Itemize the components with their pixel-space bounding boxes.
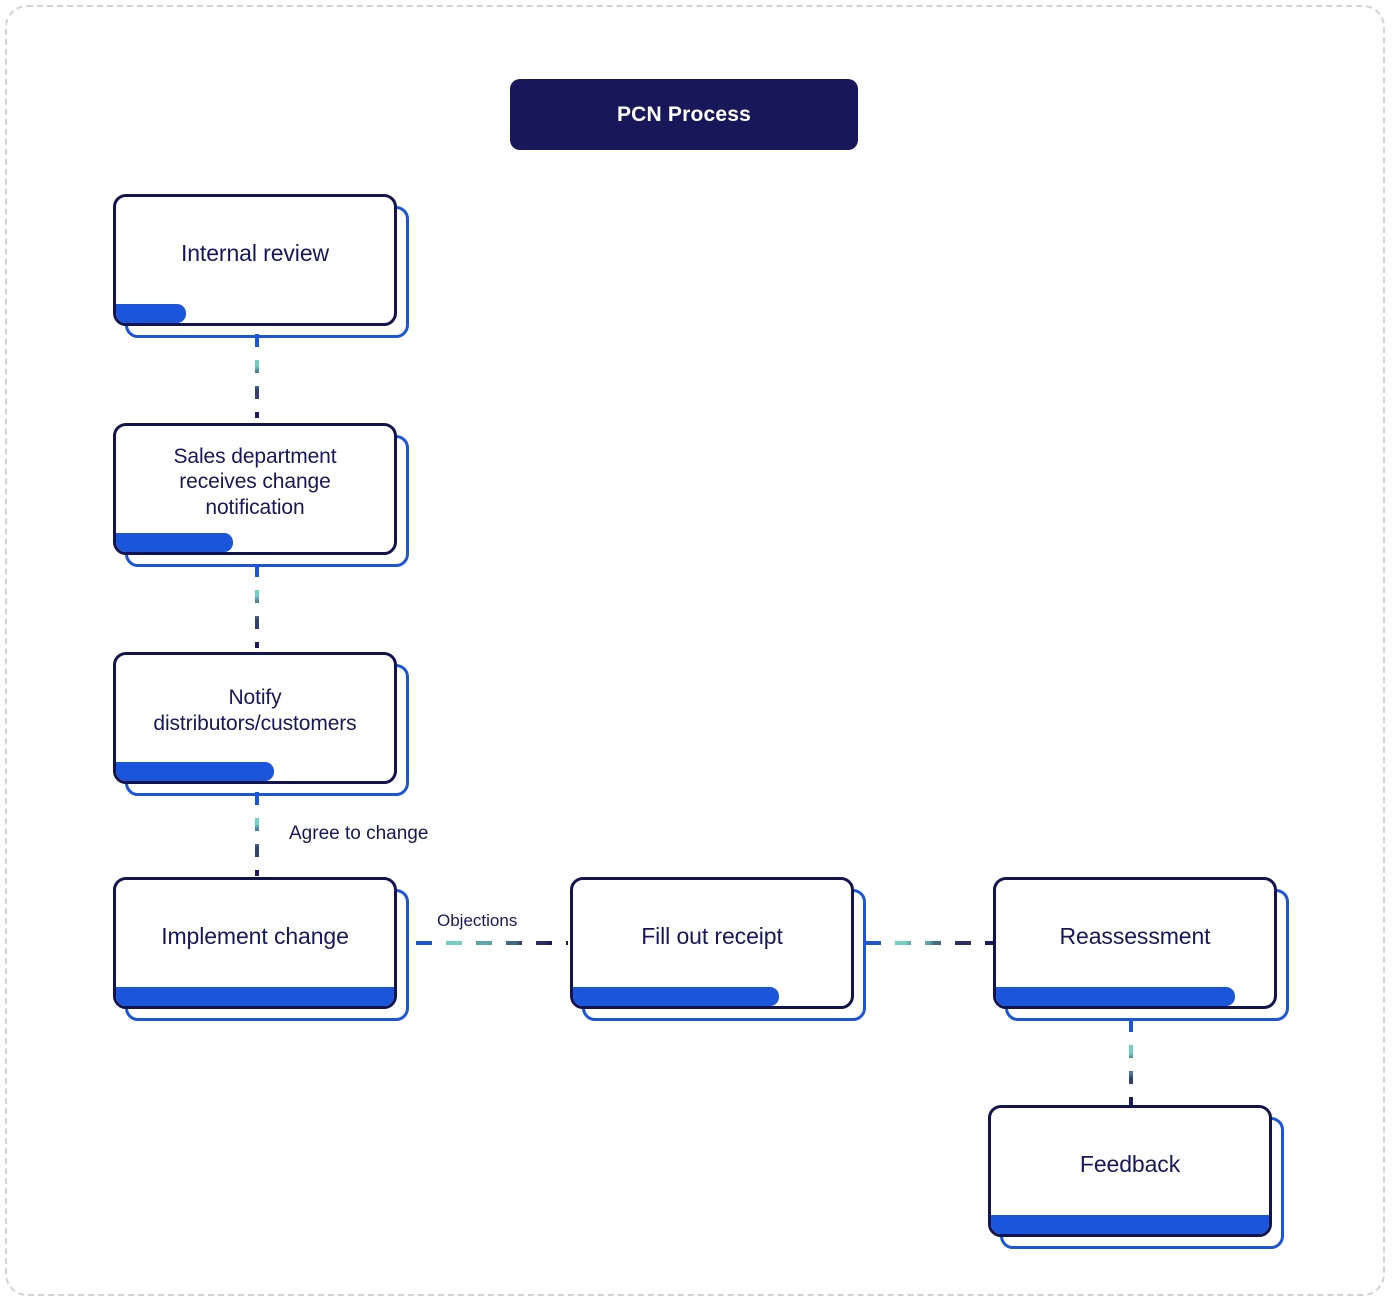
progress-track	[116, 533, 394, 552]
node-label: Internal review	[180, 239, 330, 266]
node-card[interactable]: Internal review	[113, 194, 397, 326]
progress-fill	[116, 533, 233, 552]
node-sales-department[interactable]: Sales department receives change notific…	[113, 423, 409, 567]
node-card[interactable]: Feedback	[988, 1105, 1272, 1237]
node-implement-change[interactable]: Implement change	[113, 877, 409, 1021]
connector-internal-to-sales	[255, 334, 259, 418]
connector-notify-to-implement	[255, 792, 259, 876]
diagram-title-banner: PCN Process	[510, 79, 858, 150]
edge-label-agree-to-change: Agree to change	[289, 823, 429, 844]
node-label: Reassessment	[1059, 922, 1211, 949]
connector-sales-to-notify	[255, 564, 259, 648]
node-card[interactable]: Sales department receives change notific…	[113, 423, 397, 555]
node-card[interactable]: Implement change	[113, 877, 397, 1009]
connector-receipt-to-reassessment	[865, 941, 993, 945]
node-fill-out-receipt[interactable]: Fill out receipt	[570, 877, 866, 1021]
progress-track	[116, 762, 394, 781]
progress-fill	[991, 1215, 1269, 1234]
node-label: Notify distributors/customers	[153, 686, 357, 735]
progress-fill	[996, 987, 1236, 1006]
page-title: PCN Process	[616, 102, 752, 126]
progress-track	[991, 1215, 1269, 1234]
node-label: Implement change	[161, 922, 349, 949]
node-label: Fill out receipt	[641, 922, 783, 949]
connector-implement-to-receipt	[416, 941, 568, 945]
node-reassessment[interactable]: Reassessment	[993, 877, 1289, 1021]
node-feedback[interactable]: Feedback	[988, 1105, 1284, 1249]
progress-fill	[116, 304, 186, 323]
connector-reassessment-to-feedback	[1129, 1019, 1133, 1109]
progress-track	[116, 987, 394, 1006]
progress-track	[573, 987, 851, 1006]
edge-label-objections: Objections	[437, 911, 518, 930]
progress-fill	[573, 987, 779, 1006]
node-notify-distributors[interactable]: Notify distributors/customers	[113, 652, 409, 796]
node-label: Sales department receives change notific…	[173, 444, 337, 519]
node-internal-review[interactable]: Internal review	[113, 194, 409, 338]
progress-track	[116, 304, 394, 323]
progress-track	[996, 987, 1274, 1006]
progress-fill	[116, 762, 275, 781]
progress-fill	[116, 987, 394, 1006]
node-card[interactable]: Fill out receipt	[570, 877, 854, 1009]
node-label: Feedback	[1079, 1150, 1181, 1177]
node-card[interactable]: Reassessment	[993, 877, 1277, 1009]
node-card[interactable]: Notify distributors/customers	[113, 652, 397, 784]
